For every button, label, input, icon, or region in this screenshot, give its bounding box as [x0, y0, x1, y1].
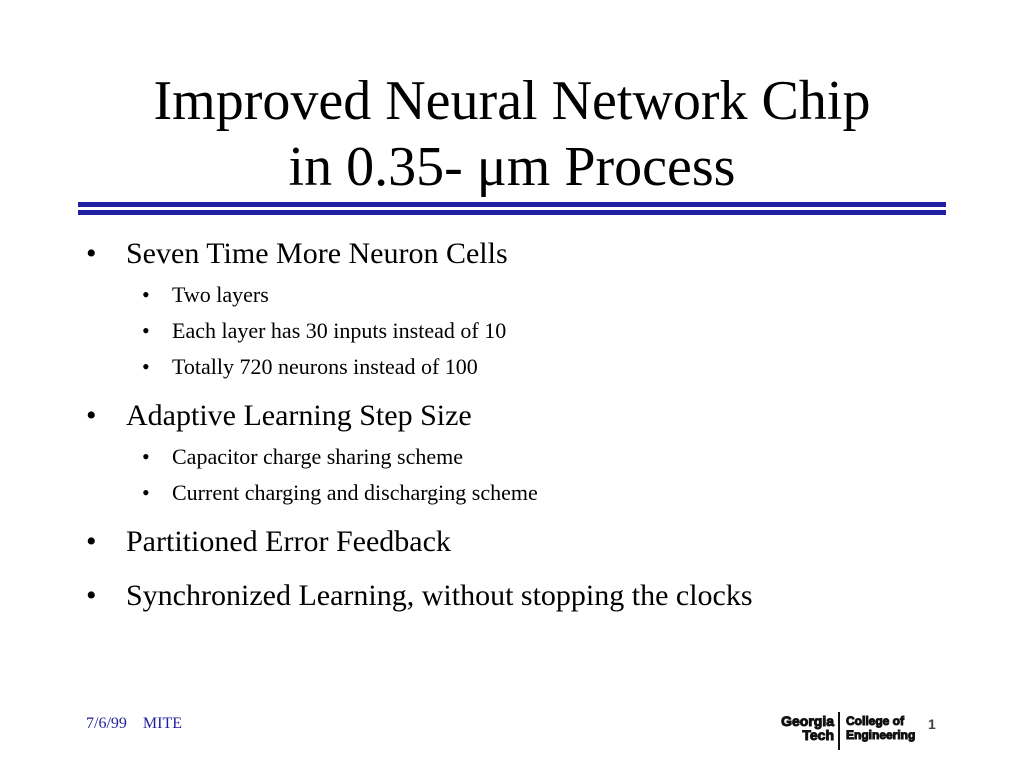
- bullet-dot-icon: •: [86, 237, 97, 270]
- sub-bullet-text: Current charging and discharging scheme: [172, 480, 538, 505]
- bullet-text: Partitioned Error Feedback: [126, 525, 451, 558]
- bullet-text: Seven Time More Neuron Cells: [126, 237, 508, 270]
- sub-bullet-text: Two layers: [172, 282, 269, 307]
- logo-line-tech: Tech: [802, 727, 835, 743]
- logo-line-college: College of: [845, 714, 905, 729]
- georgia-tech-logo: Georgia Tech College of Engineering 1: [768, 712, 940, 752]
- bullet-list: • Seven Time More Neuron Cells • Two lay…: [86, 232, 986, 618]
- sub-bullet-item: • Each layer has 30 inputs instead of 10: [86, 314, 986, 348]
- bullet-dot-icon: •: [86, 399, 97, 432]
- bullet-dot-icon: •: [142, 282, 150, 307]
- bullet-item: • Seven Time More Neuron Cells: [86, 232, 986, 276]
- sub-bullet-item: • Two layers: [86, 278, 986, 312]
- bullet-text: Synchronized Learning, without stopping …: [126, 579, 753, 612]
- sub-bullet-text: Each layer has 30 inputs instead of 10: [172, 318, 507, 343]
- title-divider-bottom: [78, 210, 946, 215]
- sub-bullet-item: • Capacitor charge sharing scheme: [86, 440, 986, 474]
- bullet-dot-icon: •: [86, 525, 97, 558]
- bullet-text: Adaptive Learning Step Size: [126, 399, 472, 432]
- page-number: 1: [928, 716, 936, 732]
- footer-date: 7/6/99: [86, 715, 127, 732]
- bullet-item: • Partitioned Error Feedback: [86, 520, 986, 564]
- bullet-item: • Synchronized Learning, without stoppin…: [86, 574, 986, 618]
- logo-line-engineering: Engineering: [845, 728, 916, 743]
- sub-bullet-item: • Current charging and discharging schem…: [86, 476, 986, 510]
- sub-bullet-text: Capacitor charge sharing scheme: [172, 444, 463, 469]
- logo-divider: [838, 712, 840, 750]
- slide-footer: 7/6/99 MITE: [86, 715, 194, 733]
- bullet-dot-icon: •: [142, 354, 150, 379]
- bullet-dot-icon: •: [142, 318, 150, 343]
- logo-college-of-engineering: College of Engineering: [845, 714, 916, 743]
- sub-bullet-item: • Totally 720 neurons instead of 100: [86, 350, 986, 384]
- bullet-dot-icon: •: [142, 444, 150, 469]
- bullet-item: • Adaptive Learning Step Size: [86, 394, 986, 438]
- sub-bullet-text: Totally 720 neurons instead of 100: [172, 354, 478, 379]
- logo-line-georgia: Georgia: [781, 713, 835, 729]
- title-line-2: in 0.35- μm Process: [288, 136, 736, 198]
- bullet-dot-icon: •: [142, 480, 150, 505]
- footer-label: MITE: [142, 715, 182, 732]
- title-line-1: Improved Neural Network Chip: [153, 70, 871, 132]
- logo-georgia-tech: Georgia Tech: [768, 713, 835, 743]
- bullet-dot-icon: •: [86, 579, 97, 612]
- slide-title: Improved Neural Network Chip in 0.35- μm…: [0, 68, 1024, 200]
- title-divider-top: [78, 202, 946, 207]
